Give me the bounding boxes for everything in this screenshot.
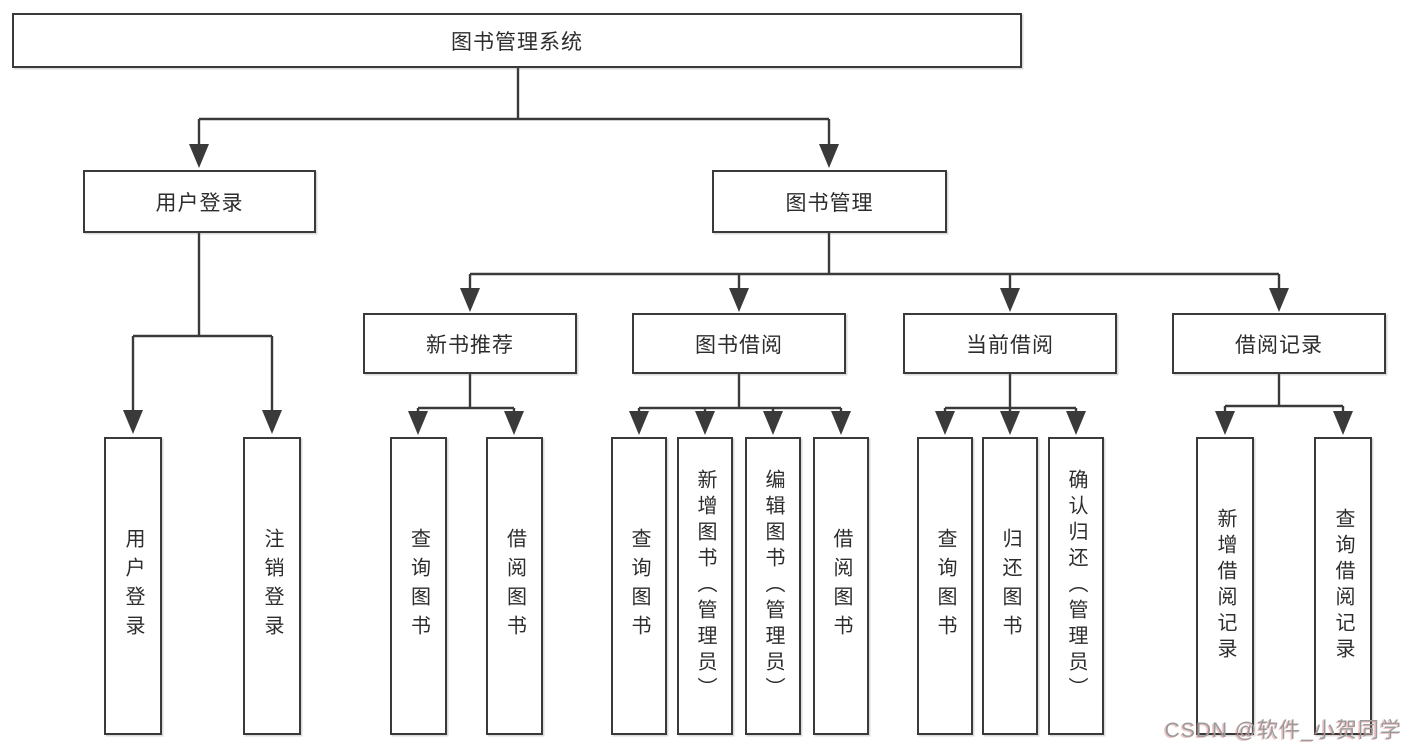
node-logout: 注销登录: [243, 437, 301, 735]
node-root: 图书管理系统: [12, 13, 1022, 68]
node-label: 借阅记录: [1235, 333, 1323, 357]
node-current-query-book: 查询图书: [917, 437, 973, 735]
node-current-return-book: 归还图书: [982, 437, 1038, 735]
node-label: 用户登录: [155, 191, 244, 215]
node-records-add-record: 新增借阅记录: [1196, 437, 1254, 735]
node-label: 新增图书（管理员）: [694, 469, 716, 703]
node-label: 图书借阅: [695, 333, 783, 357]
node-book-borrow: 图书借阅: [632, 313, 846, 374]
node-label: 用户登录: [122, 528, 144, 644]
node-label: 编辑图书（管理员）: [762, 469, 784, 703]
node-label: 注销登录: [261, 528, 283, 644]
node-borrow-query-book: 查询图书: [611, 437, 667, 735]
node-label: 归还图书: [999, 528, 1021, 644]
node-label: 查询图书: [407, 528, 430, 644]
node-label: 当前借阅: [966, 333, 1054, 357]
watermark: CSDN @软件_小贺同学: [1164, 719, 1402, 742]
node-rec-query-book: 查询图书: [390, 437, 447, 735]
node-records-query-record: 查询借阅记录: [1314, 437, 1372, 735]
node-label: 新增借阅记录: [1214, 508, 1236, 664]
node-borrow-borrow-book: 借阅图书: [813, 437, 869, 735]
node-user-login: 用户登录: [104, 437, 162, 735]
node-borrow-records: 借阅记录: [1172, 313, 1386, 374]
node-book-management: 图书管理: [712, 170, 947, 233]
node-root-label: 图书管理系统: [451, 30, 583, 54]
node-user-login-group: 用户登录: [83, 170, 316, 233]
node-label: 借阅图书: [503, 528, 526, 644]
node-borrow-edit-book-admin: 编辑图书（管理员）: [745, 437, 801, 735]
node-current-borrow: 当前借阅: [903, 313, 1117, 374]
node-new-book-recommend: 新书推荐: [363, 313, 577, 374]
node-label: 新书推荐: [426, 333, 514, 357]
node-label: 借阅图书: [830, 528, 852, 644]
node-label: 查询借阅记录: [1332, 508, 1354, 664]
node-borrow-add-book-admin: 新增图书（管理员）: [677, 437, 733, 735]
node-rec-borrow-book: 借阅图书: [486, 437, 543, 735]
node-label: 查询图书: [628, 528, 650, 644]
node-current-confirm-return-admin: 确认归还（管理员）: [1048, 437, 1104, 735]
node-label: 确认归还（管理员）: [1065, 469, 1087, 703]
node-label: 查询图书: [934, 528, 956, 644]
node-label: 图书管理: [785, 191, 874, 215]
